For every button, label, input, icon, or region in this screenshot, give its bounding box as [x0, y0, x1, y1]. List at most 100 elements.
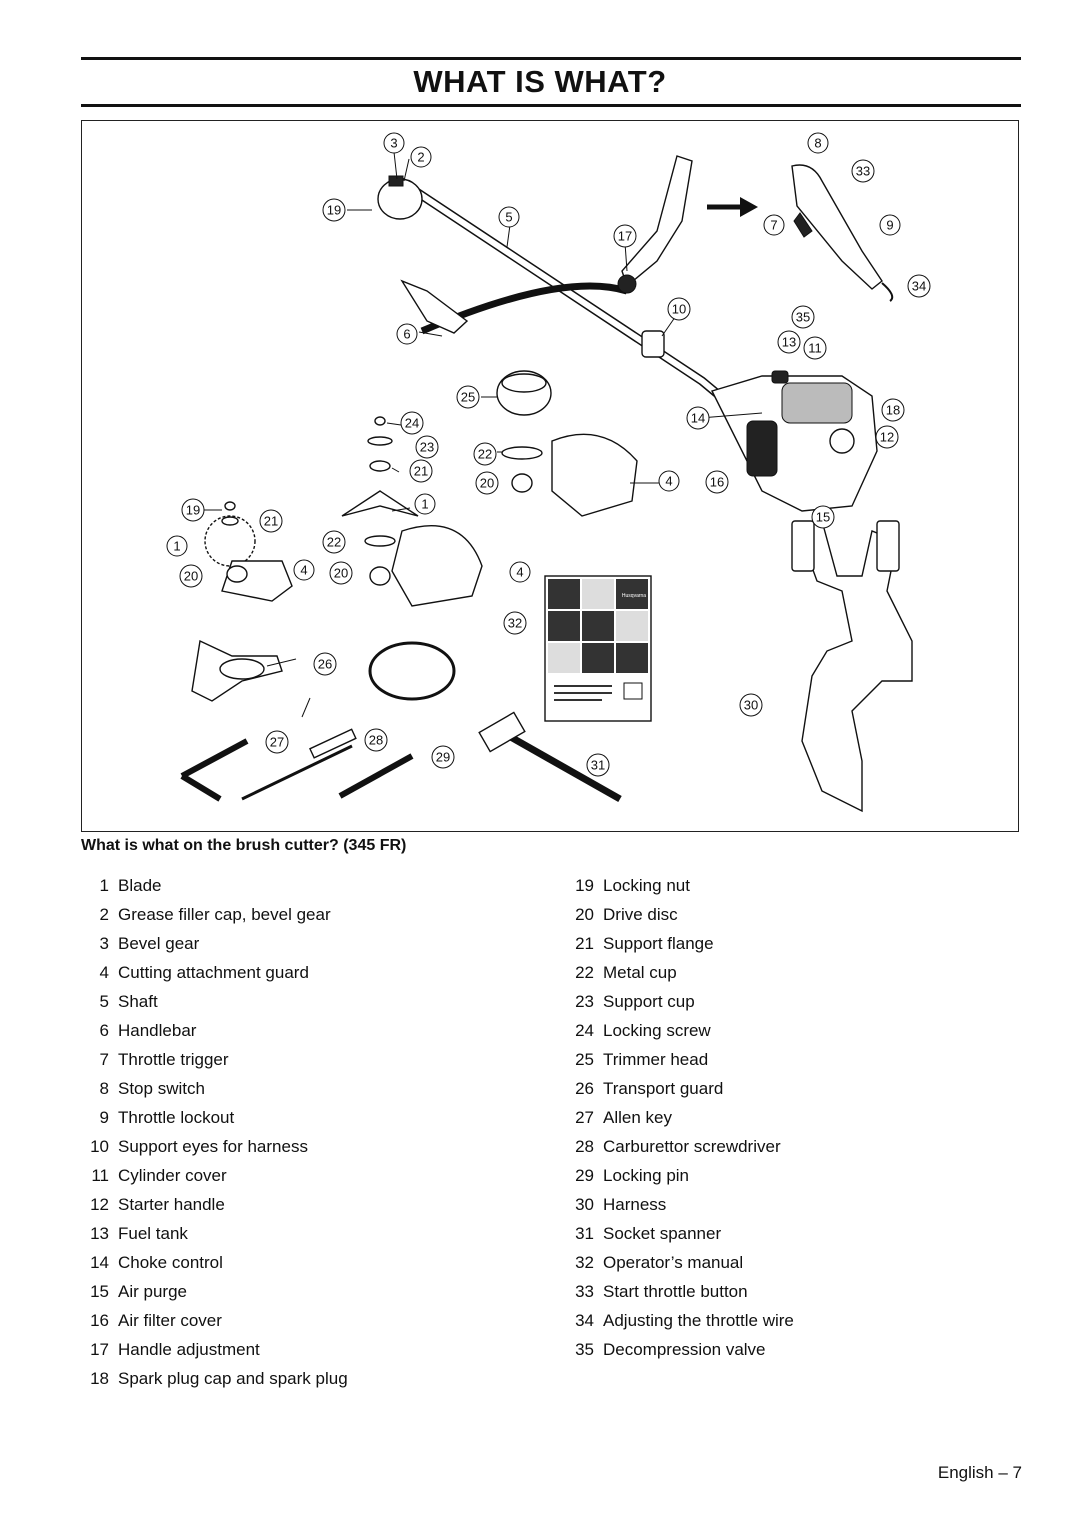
svg-text:13: 13 [782, 335, 796, 350]
svg-text:5: 5 [505, 210, 512, 225]
callout-22-center: 22 [322, 530, 346, 554]
handlebar-grip-left [400, 279, 469, 334]
callout-15: 15 [811, 505, 835, 529]
svg-text:23: 23 [420, 440, 434, 455]
handlebar-grip-right [621, 155, 693, 288]
item-number: 30 [575, 1195, 594, 1214]
callout-1-left: 1 [166, 535, 188, 557]
item-number: 29 [575, 1166, 594, 1185]
svg-text:25: 25 [461, 390, 475, 405]
svg-text:19: 19 [186, 503, 200, 518]
throttle-wire [881, 282, 894, 302]
manual-block-1 [548, 579, 580, 609]
item-label: Support eyes for harness [118, 1137, 308, 1156]
item-number: 32 [575, 1253, 594, 1272]
screwdriver-drawing [241, 744, 353, 801]
svg-text:33: 33 [856, 164, 870, 179]
svg-text:28: 28 [369, 733, 383, 748]
callout-3: 3 [383, 132, 405, 154]
manual-block-3 [616, 579, 648, 609]
svg-text:17: 17 [618, 229, 632, 244]
figure-caption: What is what on the brush cutter? (345 F… [81, 837, 407, 854]
manual-brand-logo: Husqvarna [622, 593, 646, 599]
manual-block-4 [548, 611, 580, 641]
ring-guard-drawing [368, 641, 456, 701]
callout-25: 25 [456, 385, 480, 409]
svg-text:2: 2 [417, 150, 424, 165]
svg-text:24: 24 [405, 416, 419, 431]
item-number: 12 [90, 1195, 109, 1214]
locking-nut-left [224, 501, 236, 511]
callout-13: 13 [777, 330, 801, 354]
svg-text:22: 22 [478, 447, 492, 462]
item-label: Fuel tank [118, 1224, 188, 1243]
callout-4-center: 4 [509, 561, 531, 583]
item-label: Cutting attachment guard [118, 963, 309, 982]
callout-32: 32 [503, 611, 527, 635]
page-footer: English – 7 [937, 1463, 1022, 1482]
throttle-trigger-drawing [793, 212, 813, 238]
starter-handle-drawing [829, 428, 855, 454]
harness-strap-right [876, 520, 900, 572]
item-label: Handlebar [118, 1021, 197, 1040]
callout-35: 35 [791, 305, 815, 329]
callout-24: 24 [400, 411, 424, 435]
item-label: Blade [118, 876, 162, 895]
svg-text:9: 9 [886, 218, 893, 233]
item-label: Locking pin [603, 1166, 690, 1185]
item-label: Metal cup [603, 963, 677, 982]
callout-18: 18 [881, 398, 905, 422]
callout-19-left: 19 [181, 498, 205, 522]
drive-disc-upper [511, 473, 533, 493]
svg-text:19: 19 [327, 203, 341, 218]
manual-block-8 [582, 643, 614, 673]
support-flange-drawing [369, 460, 391, 472]
item-label: Support flange [603, 934, 714, 953]
callout-17: 17 [613, 224, 637, 248]
item-number: 24 [575, 1021, 594, 1040]
metal-cup-upper [501, 446, 543, 460]
transport-guard-hole [219, 658, 265, 680]
screwdriver-handle [309, 728, 357, 759]
callout-11: 11 [803, 336, 827, 360]
item-label: Harness [603, 1195, 667, 1214]
manual-book-icon [623, 682, 643, 700]
svg-text:3: 3 [390, 136, 397, 151]
item-number: 23 [575, 992, 594, 1011]
manual-block-5 [582, 611, 614, 641]
callout-21-upper: 21 [409, 459, 433, 483]
svg-text:1: 1 [421, 497, 428, 512]
item-label: Throttle trigger [118, 1050, 229, 1069]
harness-strap-left [791, 520, 815, 572]
callout-6: 6 [396, 323, 418, 345]
svg-text:14: 14 [691, 411, 705, 426]
callout-9: 9 [879, 214, 901, 236]
item-number: 15 [90, 1282, 109, 1301]
air-filter-cover-drawing [746, 420, 778, 477]
socket-spanner-head [478, 711, 526, 753]
illustration-drawing: Husqvarna [166, 132, 931, 813]
svg-text:20: 20 [184, 569, 198, 584]
item-number: 2 [99, 905, 109, 924]
svg-text:29: 29 [436, 750, 450, 765]
svg-text:20: 20 [480, 476, 494, 491]
svg-text:20: 20 [334, 566, 348, 581]
callout-8: 8 [807, 132, 829, 154]
item-number: 33 [575, 1282, 594, 1301]
callout-4-left: 4 [293, 559, 315, 581]
locking-pin-drawing [338, 753, 414, 799]
item-number: 25 [575, 1050, 594, 1069]
